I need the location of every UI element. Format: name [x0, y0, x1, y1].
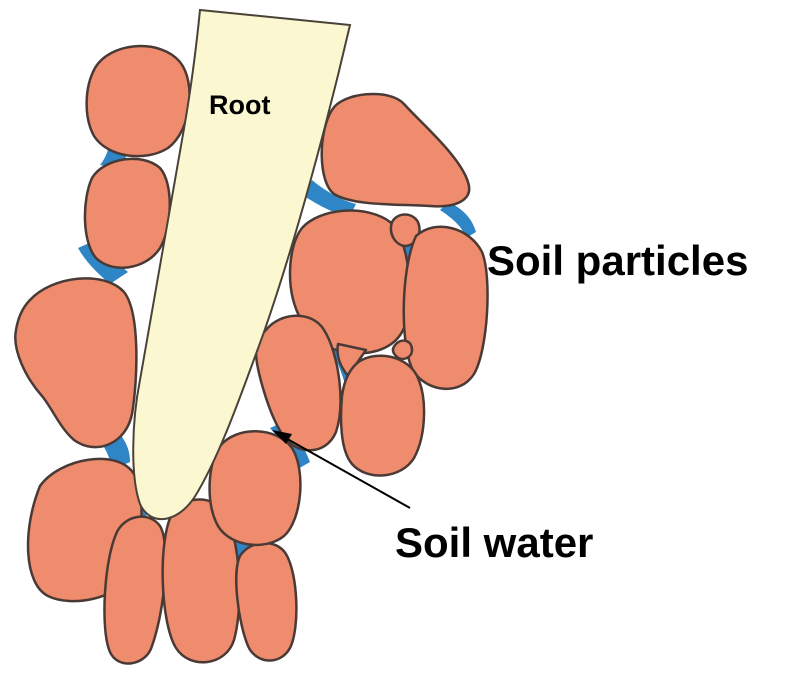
soil-particle — [322, 94, 469, 206]
root-label: Root — [209, 90, 270, 120]
soil-particle — [87, 46, 190, 156]
soil-particle — [341, 356, 424, 476]
soil-particle — [404, 227, 488, 389]
soil-particle — [393, 341, 412, 359]
soil-particle — [15, 278, 136, 447]
soil-particle — [104, 517, 165, 664]
soil-particle — [210, 431, 301, 545]
soil-particle — [236, 543, 296, 661]
soil-particle — [85, 159, 170, 268]
soil-particle — [256, 316, 340, 451]
soil-particles-label: Soil particles — [487, 237, 748, 284]
soil-water-label: Soil water — [395, 519, 593, 566]
